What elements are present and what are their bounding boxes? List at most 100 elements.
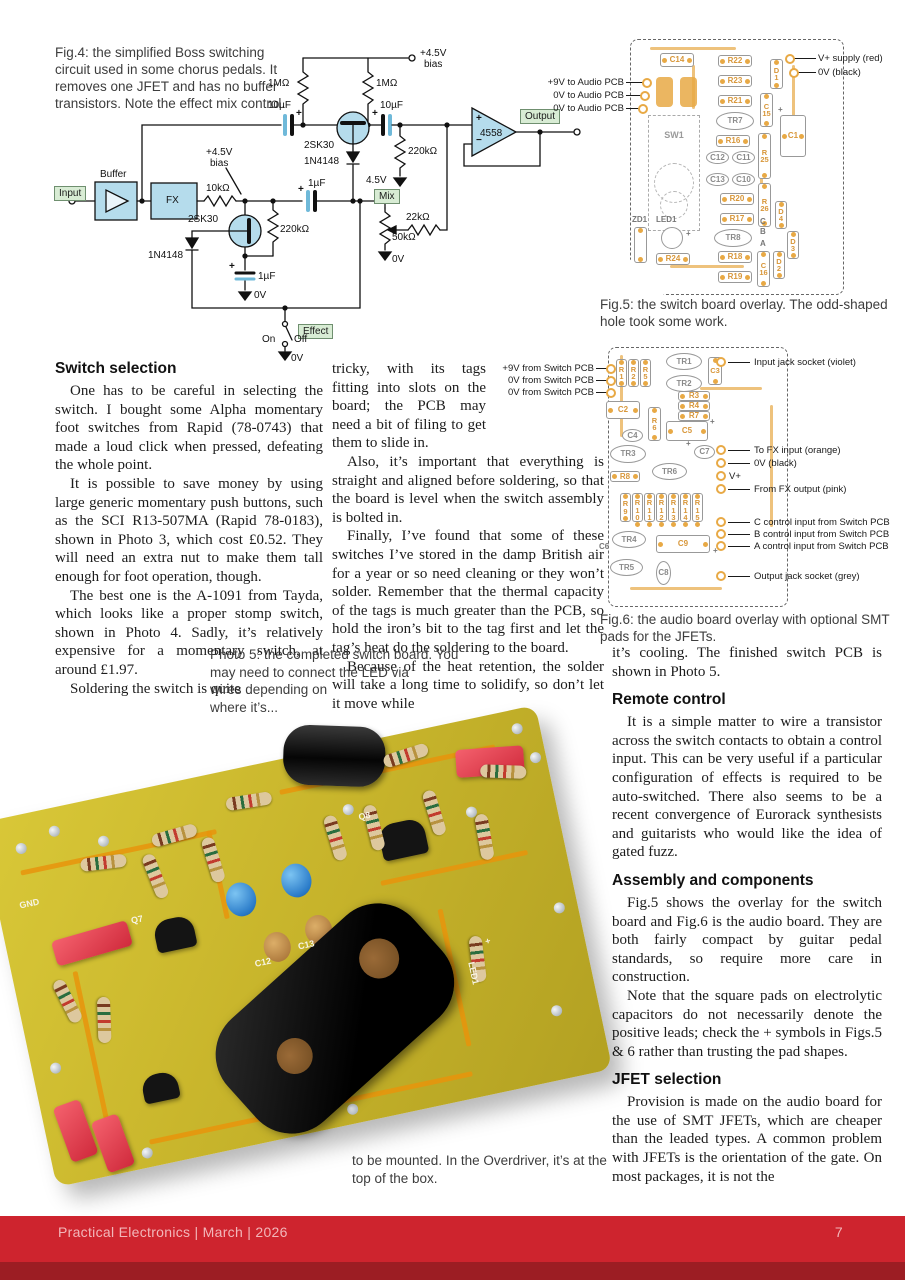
polarity-mark: + bbox=[686, 439, 691, 448]
resistor-value: 1MΩ bbox=[268, 78, 290, 89]
shape bbox=[596, 392, 608, 394]
footer-bar: Practical Electronics | March | 2026 7 bbox=[0, 1216, 905, 1262]
pcb-component-TR3: TR3 bbox=[610, 445, 646, 463]
shape bbox=[606, 388, 616, 398]
buffer-label: Buffer bbox=[100, 169, 127, 180]
pcb-component-D1: D1 bbox=[770, 59, 783, 89]
resistor-value: 220kΩ bbox=[280, 224, 310, 235]
pcb-component-C6: C6 bbox=[599, 542, 610, 551]
shape bbox=[716, 484, 726, 494]
heading-switch-selection: Switch selection bbox=[55, 360, 177, 377]
shape bbox=[794, 58, 816, 60]
photo-trace bbox=[72, 970, 109, 1119]
output-label: Output bbox=[520, 109, 561, 124]
column-left-body: One has to be careful in selecting the s… bbox=[55, 382, 323, 698]
resistor bbox=[421, 788, 448, 837]
solder-pad bbox=[552, 901, 566, 915]
opamp-ref: 4558 bbox=[480, 128, 503, 139]
fig6-right-annotation: From FX output (pink) bbox=[754, 484, 847, 495]
bias-label: bias bbox=[210, 158, 229, 169]
shape bbox=[770, 405, 773, 527]
shape bbox=[716, 357, 726, 367]
paragraph: Also, it’s important that everything is … bbox=[332, 453, 604, 526]
fig6-left-annotation: +9V from Switch PCB bbox=[502, 363, 594, 374]
fig6-right-annotation: To FX input (orange) bbox=[754, 445, 841, 456]
pcb-component-R10: R10 bbox=[632, 493, 643, 522]
shape bbox=[728, 362, 750, 364]
fig6-left-annotation: 0V from Switch PCB bbox=[507, 387, 594, 398]
pot-value: 50kΩ bbox=[392, 232, 416, 243]
column-left: Switch selection One has to be careful i… bbox=[55, 360, 323, 698]
diode-ref: 1N4148 bbox=[304, 156, 340, 167]
shape bbox=[620, 355, 623, 437]
pcb-component-R3: R3 bbox=[678, 391, 710, 401]
paragraph: Finally, I’ve found that some of these s… bbox=[332, 528, 604, 656]
resistor bbox=[225, 791, 273, 812]
shape bbox=[716, 529, 726, 539]
opamp-plus: + bbox=[476, 113, 482, 124]
footer-strip bbox=[0, 1262, 905, 1280]
fig5-left-annotation: +9V to Audio PCB bbox=[547, 77, 624, 88]
polarity-mark: + bbox=[372, 108, 378, 119]
shape bbox=[596, 380, 608, 382]
pcb-component-R1: R1 bbox=[616, 359, 627, 387]
shape bbox=[792, 65, 795, 155]
pcb-component-D3: D3 bbox=[787, 231, 799, 259]
pcb-component-C7: C7 bbox=[694, 445, 715, 459]
pcb-component-C5: C5 bbox=[666, 421, 708, 441]
shape bbox=[630, 587, 722, 590]
resistor bbox=[140, 852, 171, 900]
ground-label: 0V bbox=[392, 254, 405, 265]
fig6-right-annotation: 0V (black) bbox=[754, 458, 797, 469]
pcb-component-LED1: LED1 bbox=[656, 215, 677, 224]
shape bbox=[716, 517, 726, 527]
fig6-right-annotation: A control input from Switch PCB bbox=[754, 541, 889, 552]
paragraph: where it’s... bbox=[210, 699, 279, 715]
pcb-component-R4: R4 bbox=[678, 401, 710, 411]
photo5-caption-top: Photo 5: the completed switch board. You… bbox=[210, 646, 470, 716]
jfet-ref: 2SK30 bbox=[304, 140, 335, 151]
ground-label: 0V bbox=[291, 353, 304, 364]
pcb-component-C16: C16 bbox=[757, 251, 770, 287]
figure-wrap-spacer bbox=[486, 360, 604, 416]
polarity-mark: + bbox=[713, 546, 718, 555]
transistor bbox=[139, 1069, 181, 1105]
heading-remote-control: Remote control bbox=[612, 691, 726, 709]
resistor-value: 1MΩ bbox=[376, 78, 398, 89]
figure-6-audio-board: +9V from Switch PCB 0V from Switch PCB 0V … bbox=[470, 345, 905, 663]
transistor bbox=[151, 914, 198, 954]
pcb-component-R17: R17 bbox=[720, 213, 754, 225]
pcb-component-R7: R7 bbox=[678, 411, 710, 421]
pcb-component-C8: C8 bbox=[656, 561, 671, 585]
pcb-component-R26: R26 bbox=[758, 183, 771, 227]
pcb-component-R12: R12 bbox=[656, 493, 667, 522]
switch-on-label: On bbox=[262, 334, 276, 345]
shape bbox=[798, 72, 816, 74]
control-point-C: C bbox=[760, 217, 766, 226]
shape bbox=[728, 489, 750, 491]
shape bbox=[728, 546, 750, 548]
fig5-right-annotation: V+ supply (red) bbox=[818, 53, 883, 64]
shape bbox=[650, 47, 736, 50]
transistor bbox=[376, 816, 430, 862]
capacitor-value: 10µF bbox=[380, 100, 403, 111]
paragraph: Note that the square pads on electrolyti… bbox=[612, 987, 882, 1060]
shape bbox=[716, 445, 726, 455]
shape bbox=[626, 108, 640, 110]
silkscreen-Q7: Q7 bbox=[130, 913, 144, 926]
pcb-component-R25: R25 bbox=[758, 133, 771, 179]
capacitor-value: 1µF bbox=[308, 178, 326, 189]
page-number: 7 bbox=[834, 1224, 843, 1240]
polarity-mark: + bbox=[229, 261, 235, 272]
fig6-caption: Fig.6: the audio board overlay with opti… bbox=[600, 612, 890, 644]
pcb-component-C11: C11 bbox=[732, 151, 755, 164]
shape bbox=[626, 95, 642, 97]
stomp-switch bbox=[195, 883, 474, 1154]
solder-pad bbox=[550, 1004, 564, 1018]
fig5-right-annotation: 0V (black) bbox=[818, 67, 861, 78]
pcb-component-R11: R11 bbox=[644, 493, 655, 522]
polarity-mark: + bbox=[710, 417, 715, 426]
pcb-component-R9: R9 bbox=[620, 493, 631, 522]
pcb-component-R24: R24 bbox=[656, 253, 690, 265]
